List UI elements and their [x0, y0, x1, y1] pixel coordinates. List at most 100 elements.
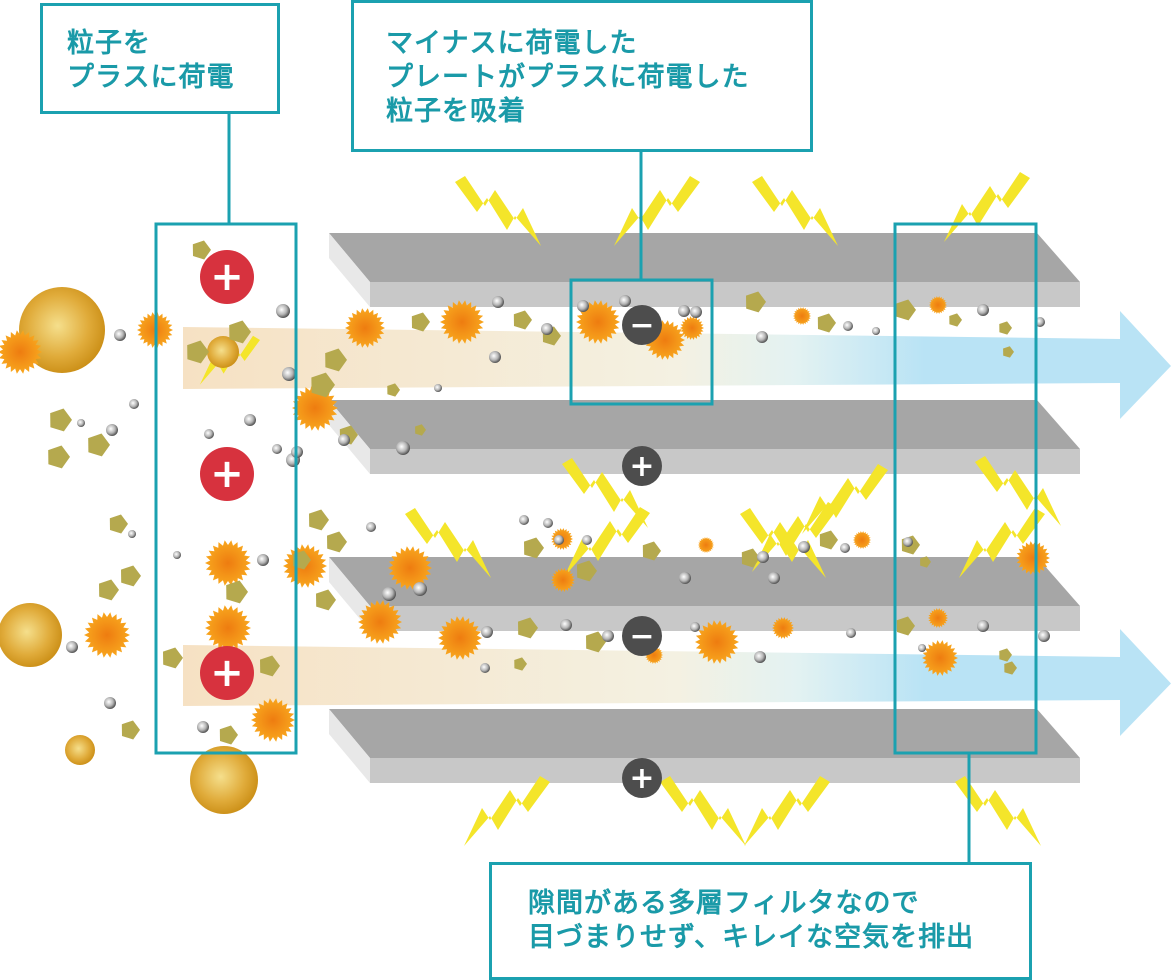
- fine-particle: [276, 304, 290, 318]
- pollen-particle: [922, 640, 958, 676]
- pollen-particle: [576, 300, 620, 344]
- negative-charge-icon: [622, 305, 662, 345]
- dust-particle: [48, 445, 70, 469]
- spark-icon: [564, 507, 650, 577]
- fine-particle: [434, 384, 442, 392]
- dust-particle: [746, 291, 766, 313]
- dust-particle: [514, 657, 527, 671]
- dust-particle: [50, 408, 72, 432]
- spark-icon: [405, 508, 491, 578]
- fine-particle: [489, 351, 501, 363]
- fine-particle: [554, 535, 564, 545]
- large-particle: [190, 746, 258, 814]
- negative-charge-icon: [622, 616, 662, 656]
- plate-top: [329, 400, 1080, 449]
- fine-particle: [106, 424, 118, 436]
- pollen-particle: [1016, 541, 1050, 575]
- plate-side: [329, 709, 370, 783]
- airflow-arrow: [183, 629, 1171, 736]
- badge-symbol: +: [629, 449, 654, 484]
- dust-particle: [187, 340, 209, 364]
- fine-particle: [977, 304, 989, 316]
- fine-particle: [756, 331, 768, 343]
- dust-particle: [226, 580, 248, 604]
- ionizer-frame: [154, 222, 298, 755]
- fine-particle: [338, 434, 350, 446]
- charge-badges: +++−+−+: [200, 250, 662, 798]
- airflow-arrows: [183, 311, 1171, 736]
- dust-particle: [99, 579, 119, 601]
- fine-particle: [396, 441, 410, 455]
- fine-particle: [244, 414, 256, 426]
- dust-particle: [920, 556, 931, 568]
- fine-particle: [413, 582, 427, 596]
- exhaust-frame: [893, 222, 1038, 755]
- ionizer-positive-badge: +: [200, 646, 254, 700]
- fine-particle: [679, 572, 691, 584]
- spark-icon: [752, 502, 838, 572]
- dust-particle: [387, 383, 400, 397]
- fine-particle: [768, 572, 780, 584]
- dust-particle: [896, 299, 916, 321]
- pollen-particle: [695, 620, 739, 664]
- dust-particle: [817, 313, 836, 333]
- fine-particle: [840, 543, 850, 553]
- dust-particle: [518, 617, 538, 639]
- fine-particle: [492, 296, 504, 308]
- pollen-particle: [0, 330, 42, 374]
- fine-particle: [560, 619, 572, 631]
- fine-particle: [104, 697, 116, 709]
- fine-particle: [619, 295, 631, 307]
- fine-particle: [129, 399, 139, 409]
- fine-particle: [690, 622, 700, 632]
- fine-particle: [382, 587, 396, 601]
- fine-particle: [66, 641, 78, 653]
- fine-particle: [114, 329, 126, 341]
- pollen-particle: [345, 308, 385, 348]
- callout-clean-exhaust: 隙間がある多層フィルタなので 目づまりせず、キレイな空気を排出: [489, 862, 1032, 980]
- plate-front: [370, 282, 1080, 307]
- plate-2-charge-badge: +: [622, 446, 662, 486]
- pollen-particle: [928, 608, 948, 628]
- dust-particle: [121, 720, 140, 740]
- dust-particle: [325, 348, 347, 372]
- fine-particle: [577, 300, 589, 312]
- badge-symbol: −: [629, 619, 654, 654]
- dust-particle: [121, 565, 141, 587]
- fine-particle: [582, 535, 592, 545]
- badge-symbol: −: [629, 308, 654, 343]
- pollen-particle: [84, 612, 130, 658]
- dust-particle: [309, 509, 329, 531]
- spark-icon: [955, 776, 1041, 846]
- fine-particle: [128, 530, 136, 538]
- dust-particle: [109, 514, 128, 534]
- positive-charge-icon: [622, 446, 662, 486]
- large-particle: [65, 735, 95, 765]
- callout-line: 粒子を吸着: [386, 96, 526, 127]
- fine-particle: [903, 537, 913, 547]
- plate-4: [329, 709, 1080, 783]
- fine-particle: [918, 644, 926, 652]
- fine-particle: [977, 620, 989, 632]
- pollen-particle: [772, 617, 794, 639]
- pollen-particle: [358, 600, 402, 644]
- fine-particle: [843, 321, 853, 331]
- positive-charge-icon: [200, 646, 254, 700]
- plate-3-charge-badge: −: [622, 616, 662, 656]
- callout-line: 目づまりせず、キレイな空気を排出: [528, 922, 975, 953]
- spark-icon: [660, 776, 746, 846]
- dust-particle: [1003, 346, 1014, 358]
- dust-particle: [642, 541, 661, 561]
- dust-particle: [163, 647, 183, 669]
- positive-charge-icon: [622, 758, 662, 798]
- pollen-particle: [698, 537, 714, 553]
- spark-icon: [802, 464, 888, 534]
- plate-top: [329, 557, 1080, 606]
- dust-particle: [999, 321, 1012, 335]
- plate-side: [329, 557, 370, 631]
- fine-particle: [366, 522, 376, 532]
- highlight-frames: [154, 113, 1038, 863]
- large-particle: [0, 603, 62, 667]
- dust-particle: [741, 548, 760, 568]
- fine-particle: [543, 518, 553, 528]
